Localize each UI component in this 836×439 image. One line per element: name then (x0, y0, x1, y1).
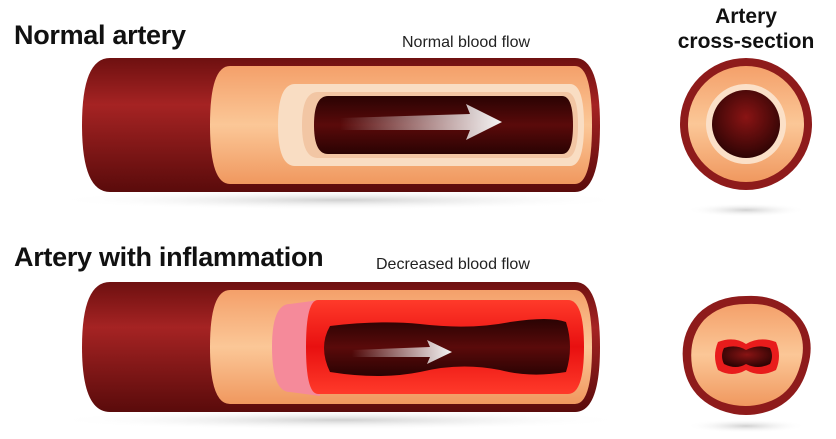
inflamed-cross-section-lumen (722, 346, 772, 367)
normal-flow-arrow-icon (340, 104, 502, 140)
cross-section-title: Artery cross-section (646, 4, 836, 54)
inflamed-artery-narrowed-lumen (324, 319, 570, 376)
decreased-blood-flow-label: Decreased blood flow (376, 256, 530, 273)
inflamed-cross-section (682, 295, 811, 433)
inflamed-artery (50, 282, 630, 430)
normal-artery-shadow (50, 190, 630, 210)
normal-cross-section (680, 58, 812, 217)
cross-section-title-line1: Artery (715, 5, 777, 28)
decreased-flow-arrow-icon (352, 340, 452, 364)
normal-blood-flow-label: Normal blood flow (402, 34, 531, 51)
inflamed-artery-shadow (50, 410, 630, 430)
inflamed-cross-section-shadow (686, 419, 806, 433)
normal-artery (50, 58, 630, 210)
cross-section-title-line2: cross-section (677, 30, 815, 53)
normal-cross-section-lumen (712, 90, 780, 158)
normal-cross-section-shadow (686, 203, 806, 217)
inflamed-artery-title: Artery with inflammation (14, 242, 324, 272)
normal-artery-title: Normal artery (14, 20, 186, 50)
